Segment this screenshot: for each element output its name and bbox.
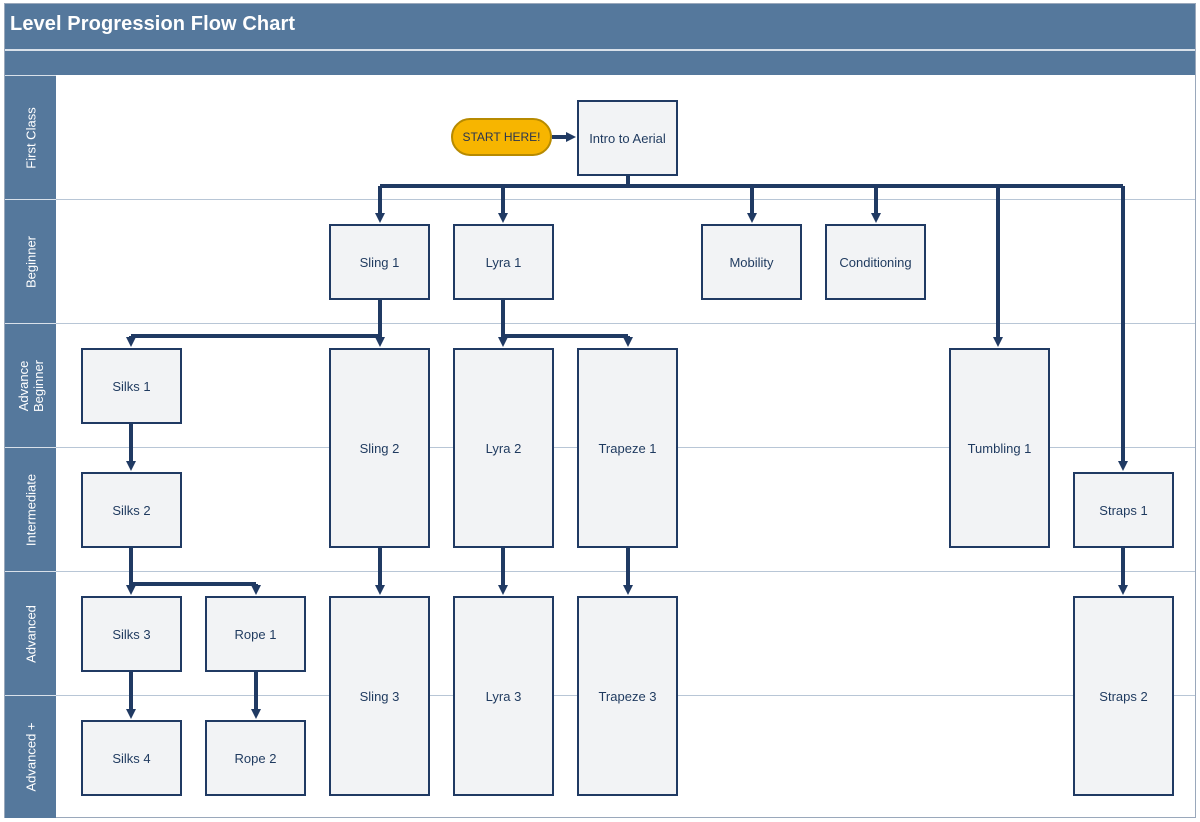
node-lyra-2: Lyra 2 (453, 348, 554, 548)
node-rope-1: Rope 1 (205, 596, 306, 672)
node-silks-2: Silks 2 (81, 472, 182, 548)
node-mobility: Mobility (701, 224, 802, 300)
lane-divider (56, 571, 1195, 572)
lane-intermediate: Intermediate (5, 447, 56, 571)
node-trapeze-3: Trapeze 3 (577, 596, 678, 796)
lane-advanced: Advanced (5, 571, 56, 695)
lane-beginner: Beginner (5, 199, 56, 323)
chart-frame (4, 3, 1196, 818)
node-conditioning: Conditioning (825, 224, 926, 300)
lane-advance-beginner: Advance Beginner (5, 323, 56, 447)
node-tumbling-1: Tumbling 1 (949, 348, 1050, 548)
node-sling-3: Sling 3 (329, 596, 430, 796)
node-silks-4: Silks 4 (81, 720, 182, 796)
node-silks-1: Silks 1 (81, 348, 182, 424)
lane-first-class: First Class (5, 75, 56, 199)
node-silks-3: Silks 3 (81, 596, 182, 672)
node-lyra-3: Lyra 3 (453, 596, 554, 796)
node-straps-1: Straps 1 (1073, 472, 1174, 548)
node-rope-2: Rope 2 (205, 720, 306, 796)
title-bar: Level Progression Flow Chart (5, 4, 1195, 51)
page-title: Level Progression Flow Chart (10, 13, 296, 35)
lane-advanced-plus: Advanced + (5, 695, 56, 818)
node-intro-to-aerial: Intro to Aerial (577, 100, 678, 176)
start-here-terminator: START HERE! (451, 118, 552, 156)
node-lyra-1: Lyra 1 (453, 224, 554, 300)
lane-divider (56, 323, 1195, 324)
node-sling-1: Sling 1 (329, 224, 430, 300)
node-trapeze-1: Trapeze 1 (577, 348, 678, 548)
lane-divider (56, 199, 1195, 200)
sub-header-bar (5, 51, 1195, 75)
node-sling-2: Sling 2 (329, 348, 430, 548)
node-straps-2: Straps 2 (1073, 596, 1174, 796)
